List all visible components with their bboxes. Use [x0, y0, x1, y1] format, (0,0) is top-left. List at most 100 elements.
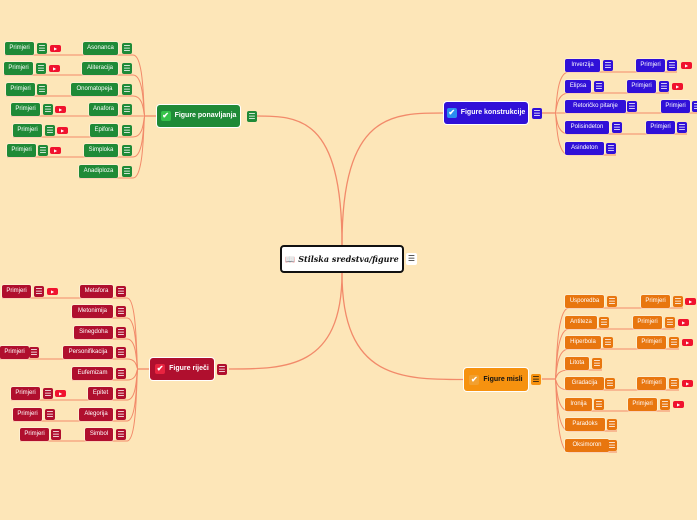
topic-simploka[interactable]: Simploka	[84, 143, 118, 157]
primjeri-node[interactable]: Primjeri	[627, 79, 656, 93]
youtube-icon[interactable]: ▶	[50, 146, 61, 154]
notes-icon[interactable]: ☰	[45, 408, 55, 420]
youtube-icon[interactable]: ▶	[47, 287, 58, 295]
topic-polisindeton[interactable]: Polisindeton	[565, 120, 609, 134]
notes-icon[interactable]: ☰	[43, 387, 53, 399]
notes-icon[interactable]: ☰	[669, 377, 679, 389]
topic-asindeton[interactable]: Asindeton	[565, 141, 604, 155]
topic-anadiploza[interactable]: Anadiploza	[79, 164, 118, 178]
notes-icon[interactable]: ☰	[406, 253, 417, 265]
topic-epitet[interactable]: Epitet	[88, 386, 113, 400]
primjeri-node[interactable]: Primjeri	[7, 143, 36, 157]
topic-anafora[interactable]: Anafora	[89, 102, 118, 116]
topic-metonimija[interactable]: Metonimija	[72, 304, 113, 318]
notes-icon[interactable]: ☰	[116, 305, 126, 317]
youtube-icon[interactable]: ▶	[55, 389, 66, 397]
notes-icon[interactable]: ☰	[116, 387, 126, 399]
topic-retoričko-pitanje[interactable]: Retoričko pitanje	[565, 99, 626, 113]
notes-icon[interactable]: ☰	[36, 62, 46, 74]
notes-icon[interactable]: ☰	[660, 398, 670, 410]
topic-usporedba[interactable]: Usporedba	[565, 294, 604, 308]
notes-icon[interactable]: ☰	[29, 346, 39, 358]
primjeri-node[interactable]: Primjeri	[641, 294, 670, 308]
notes-icon[interactable]: ☰	[51, 428, 61, 440]
notes-icon[interactable]: ☰	[116, 367, 126, 379]
notes-icon[interactable]: ☰	[606, 142, 616, 154]
primjeri-node[interactable]: Primjeri	[11, 102, 40, 116]
topic-oksimoron[interactable]: Oksimoron	[565, 438, 609, 452]
notes-icon[interactable]: ☰	[607, 439, 617, 451]
topic-onomatopeja[interactable]: Onomatopeja	[71, 82, 118, 96]
notes-icon[interactable]: ☰	[667, 59, 677, 71]
topic-litota[interactable]: Litota	[565, 356, 589, 370]
topic-hiperbola[interactable]: Hiperbola	[565, 335, 601, 349]
primjeri-node[interactable]: Primjeri	[4, 61, 33, 75]
primjeri-node[interactable]: Primjeri	[11, 386, 40, 400]
notes-icon[interactable]: ☰	[594, 80, 604, 92]
notes-icon[interactable]: ☰	[692, 100, 697, 112]
topic-inverzija[interactable]: Inverzija	[565, 58, 600, 72]
topic-personifikacija[interactable]: Personifikacija	[63, 345, 113, 359]
primjeri-node[interactable]: Primjeri	[2, 284, 31, 298]
notes-icon[interactable]: ☰	[116, 346, 126, 358]
notes-icon[interactable]: ☰	[34, 285, 44, 297]
primjeri-node[interactable]: Primjeri	[646, 120, 675, 134]
notes-icon[interactable]: ☰	[594, 398, 604, 410]
notes-icon[interactable]: ☰	[669, 336, 679, 348]
youtube-icon[interactable]: ▶	[678, 318, 689, 326]
youtube-icon[interactable]: ▶	[682, 338, 693, 346]
topic-elipsa[interactable]: Elipsa	[565, 79, 591, 93]
notes-icon[interactable]: ☰	[38, 144, 48, 156]
primjeri-node[interactable]: Primjeri	[13, 123, 42, 137]
primjeri-node[interactable]: Primjeri	[6, 82, 35, 96]
notes-icon[interactable]: ☰	[247, 110, 257, 122]
notes-icon[interactable]: ☰	[122, 42, 132, 54]
youtube-icon[interactable]: ▶	[50, 44, 61, 52]
topic-epifora[interactable]: Epifora	[90, 123, 118, 137]
notes-icon[interactable]: ☰	[116, 408, 126, 420]
notes-icon[interactable]: ☰	[627, 100, 637, 112]
notes-icon[interactable]: ☰	[603, 59, 613, 71]
primjeri-node[interactable]: Primjeri	[13, 407, 42, 421]
primjeri-node[interactable]: Primjeri	[628, 397, 657, 411]
topic-antiteza[interactable]: Antiteza	[565, 315, 597, 329]
notes-icon[interactable]: ☰	[592, 357, 602, 369]
notes-icon[interactable]: ☰	[43, 103, 53, 115]
topic-paradoks[interactable]: Paradoks	[565, 417, 605, 431]
notes-icon[interactable]: ☰	[607, 418, 617, 430]
notes-icon[interactable]: ☰	[605, 377, 615, 389]
youtube-icon[interactable]: ▶	[55, 105, 66, 113]
notes-icon[interactable]: ☰	[677, 121, 687, 133]
topic-sinegdoha[interactable]: Sinegdoha	[74, 325, 113, 339]
central-topic[interactable]: 📖 Stilska sredstva/figure	[280, 245, 404, 273]
notes-icon[interactable]: ☰	[673, 295, 683, 307]
notes-icon[interactable]: ☰	[607, 295, 617, 307]
branch-misli[interactable]: ✔Figure misli	[464, 368, 528, 391]
primjeri-node[interactable]: Primjeri	[20, 427, 49, 441]
notes-icon[interactable]: ☰	[116, 428, 126, 440]
topic-gradacija[interactable]: Gradacija	[565, 376, 604, 390]
notes-icon[interactable]: ☰	[37, 83, 47, 95]
notes-icon[interactable]: ☰	[122, 165, 132, 177]
notes-icon[interactable]: ☰	[122, 124, 132, 136]
notes-icon[interactable]: ☰	[531, 374, 541, 385]
notes-icon[interactable]: ☰	[37, 42, 47, 54]
notes-icon[interactable]: ☰	[116, 285, 126, 297]
topic-eufemizam[interactable]: Eufemizam	[72, 366, 113, 380]
youtube-icon[interactable]: ▶	[673, 400, 684, 408]
primjeri-node[interactable]: Primjeri	[0, 345, 29, 359]
topic-aliteracija[interactable]: Aliteracija	[82, 61, 118, 75]
youtube-icon[interactable]: ▶	[57, 126, 68, 134]
notes-icon[interactable]: ☰	[612, 121, 622, 133]
youtube-icon[interactable]: ▶	[681, 61, 692, 69]
topic-asonanca[interactable]: Asonanca	[83, 41, 118, 55]
youtube-icon[interactable]: ▶	[685, 297, 696, 305]
notes-icon[interactable]: ☰	[603, 336, 613, 348]
primjeri-node[interactable]: Primjeri	[633, 315, 662, 329]
notes-icon[interactable]: ☰	[532, 107, 542, 119]
primjeri-node[interactable]: Primjeri	[661, 99, 690, 113]
notes-icon[interactable]: ☰	[665, 316, 675, 328]
notes-icon[interactable]: ☰	[122, 103, 132, 115]
primjeri-node[interactable]: Primjeri	[637, 376, 666, 390]
primjeri-node[interactable]: Primjeri	[637, 335, 666, 349]
